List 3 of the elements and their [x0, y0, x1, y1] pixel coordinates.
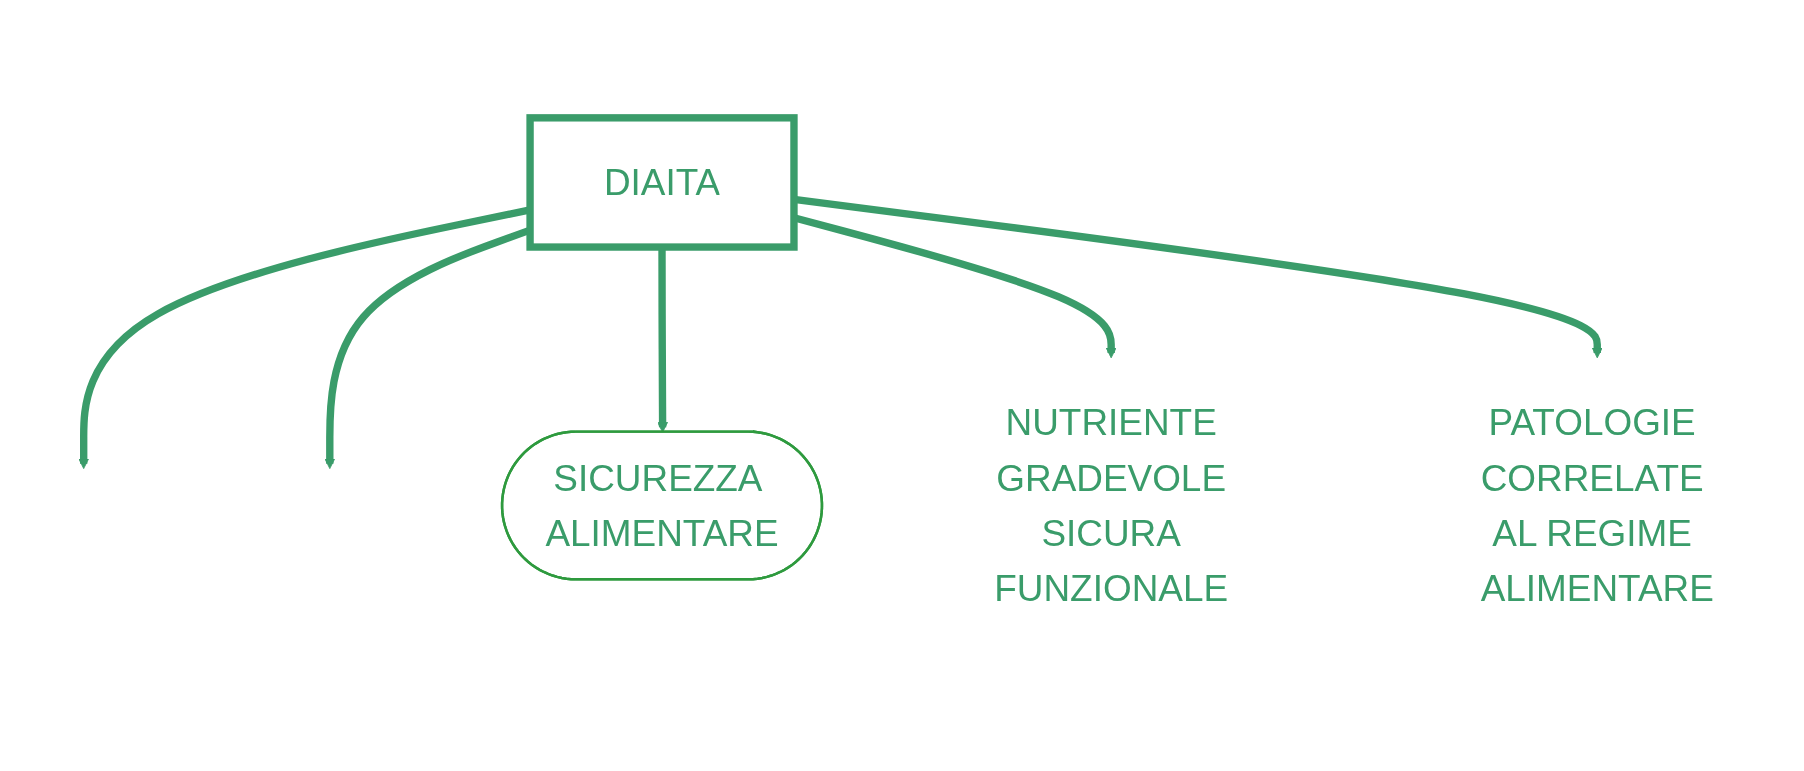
- node-text: PATOLOGIE CORRELATE AL REGIME ALIMENTARE: [1480, 402, 1714, 609]
- node-text: NUTRIENTE GRADEVOLE SICURA FUNZIONALE: [994, 402, 1229, 609]
- node-box: DIAITA: [526, 114, 798, 251]
